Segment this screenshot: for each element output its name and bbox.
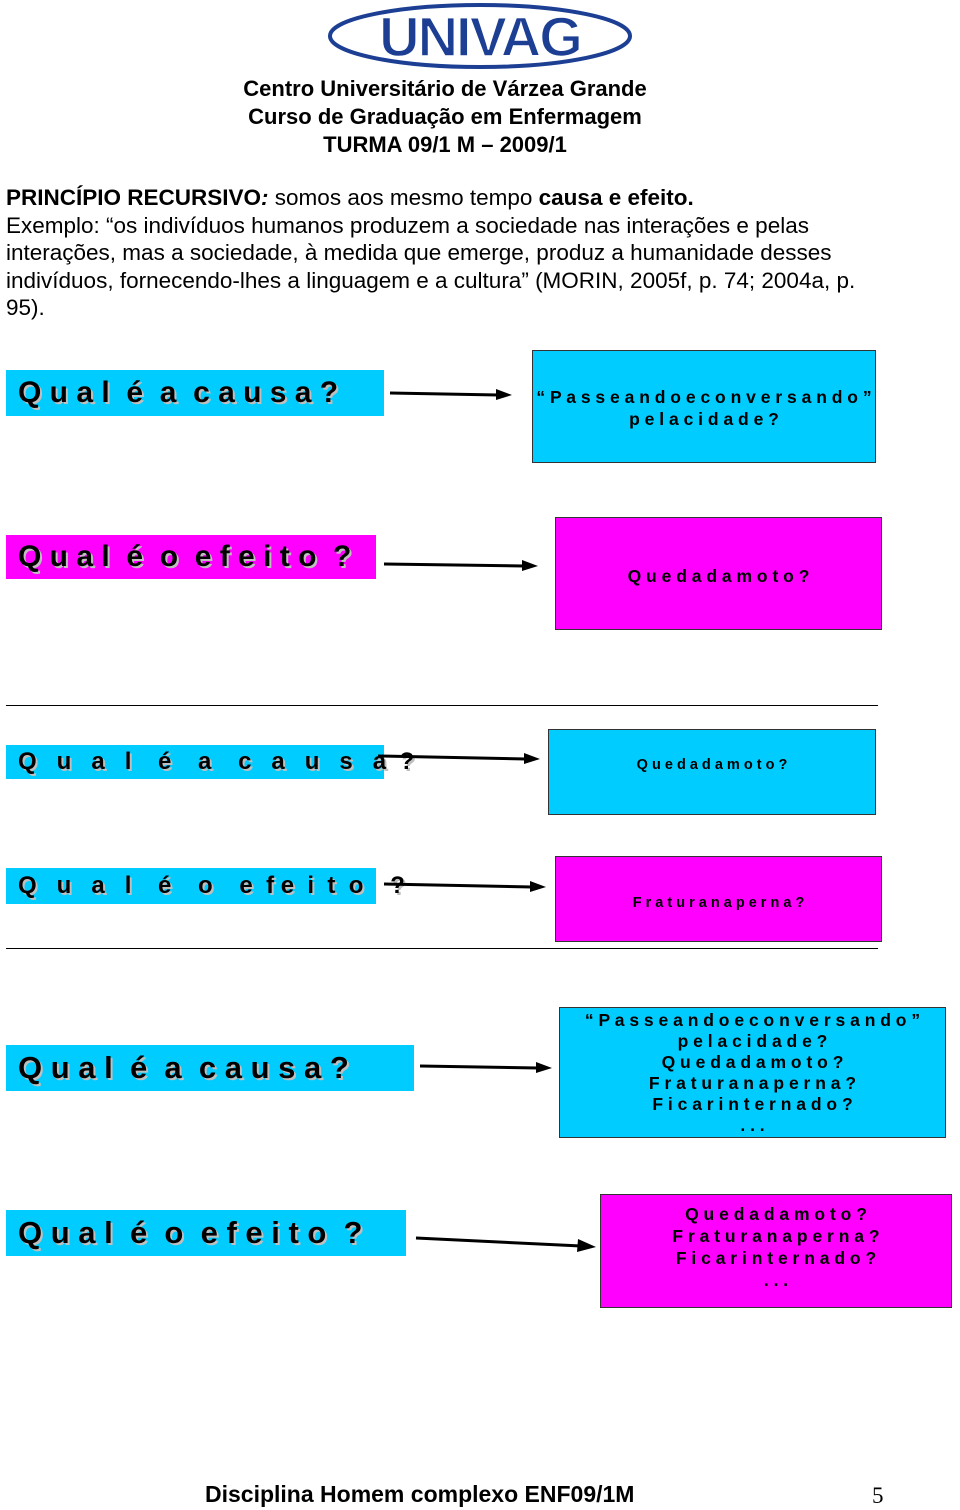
answer-6-line-4: . . . — [763, 1270, 789, 1290]
footer-discipline: Disciplina Homem complexo ENF09/1M — [205, 1481, 635, 1507]
answer-box-2: Q u e d a d a m o t o ? — [555, 517, 882, 630]
answer-2-line-1: Q u e d a d a m o t o ? — [627, 566, 810, 586]
question-label-3: Q u a l é a c a u s a ? — [6, 745, 414, 779]
logo-text: UNIVAG — [379, 5, 581, 68]
answer-1-line-1: “ P a s s e a n d o e c o n v e r s a n … — [536, 387, 872, 407]
answer-box-1: “ P a s s e a n d o e c o n v e r s a n … — [532, 350, 876, 463]
answer-box-6: Q u e d a d a m o t o ? F r a t u r a n … — [600, 1194, 952, 1308]
answer-6-line-3: F i c a r i n t e r n a d o ? — [675, 1248, 877, 1268]
answer-box-3: Q u e d a d a m o t o ? — [548, 729, 876, 815]
divider-1 — [6, 705, 878, 706]
answer-5-line-4: F r a t u r a n a p e r n a ? — [648, 1072, 857, 1093]
answer-box-4: F r a t u r a n a p e r n a ? — [555, 856, 882, 942]
univag-logo: UNIVAG — [328, 3, 632, 69]
answer-5-line-1: “ P a s s e a n d o e c o n v e r s a n … — [584, 1009, 921, 1030]
principle-text: somos aos mesmo tempo — [268, 185, 539, 210]
answer-5-line-2: p e l a c i d a d e ? — [677, 1030, 828, 1051]
arrow-4 — [383, 881, 546, 892]
answer-box-5: “ P a s s e a n d o e c o n v e r s a n … — [559, 1007, 946, 1138]
question-label-6: Q u a l é o e f e i t o ? — [6, 1210, 406, 1256]
arrow-3 — [377, 753, 540, 764]
institution-name: Centro Universitário de Várzea Grande — [243, 76, 647, 101]
arrow-1 — [389, 389, 512, 400]
arrow-5 — [419, 1062, 552, 1073]
divider-2 — [6, 948, 878, 949]
question-label-1: Q u a l é a c a u s a ? — [6, 370, 384, 416]
question-label-4: Q u a l é o e f e i t o ? — [6, 868, 405, 904]
principle-term-2: causa e efeito. — [538, 185, 694, 210]
question-label-2: Q u a l é o e f e i t o ? — [6, 535, 376, 579]
intro-paragraph: PRINCÍPIO RECURSIVO: somos aos mesmo tem… — [6, 184, 896, 322]
answer-6-line-1: Q u e d a d a m o t o ? — [685, 1204, 867, 1224]
course-name: Curso de Graduação em Enfermagem — [248, 104, 642, 129]
example-text: Exemplo: “os indivíduos humanos produzem… — [6, 212, 856, 321]
principle-term: PRINCÍPIO RECURSIVO — [6, 185, 262, 210]
answer-3-line-1: Q u e d a d a m o t o ? — [636, 757, 788, 773]
answer-6-line-2: F r a t u r a n a p e r n a ? — [672, 1226, 880, 1246]
arrow-2 — [383, 560, 538, 571]
principle-colon: : — [261, 185, 269, 210]
answer-5-line-6: . . . — [740, 1114, 765, 1135]
arrow-6 — [415, 1236, 596, 1252]
class-name: TURMA 09/1 M – 2009/1 — [323, 132, 567, 157]
question-label-5: Q u a l é a c a u s a ? — [6, 1045, 414, 1091]
page-number: 5 — [872, 1483, 884, 1508]
answer-5-line-3: Q u e d a d a m o t o ? — [661, 1051, 844, 1072]
answer-4-line-1: F r a t u r a n a p e r n a ? — [632, 895, 805, 911]
answer-5-line-5: F i c a r i n t e r n a d o ? — [652, 1093, 853, 1114]
answer-1-line-2: p e l a c i d a d e ? — [629, 409, 779, 429]
